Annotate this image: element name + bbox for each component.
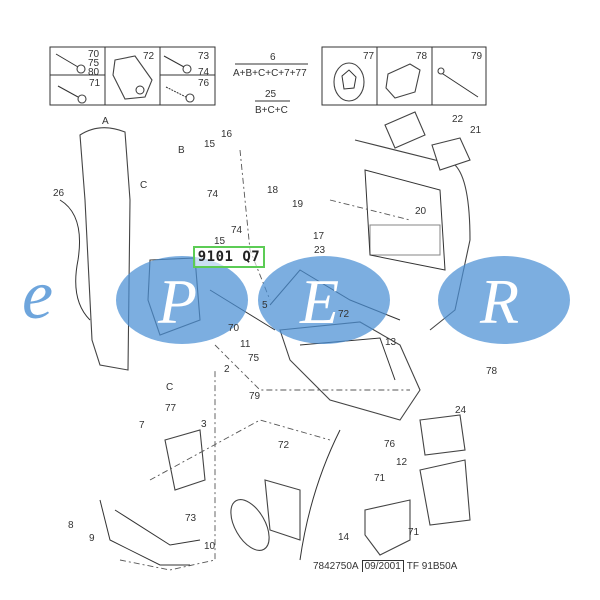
rods-8-9 — [99, 499, 201, 566]
reference-code-highlight: 9101 Q7 — [193, 246, 265, 268]
callout: 10 — [204, 541, 216, 552]
clip-icon — [385, 63, 421, 99]
part-number: 72 — [143, 51, 155, 62]
part-number: 77 — [363, 51, 375, 62]
callout: C — [140, 180, 147, 191]
callout: 76 — [384, 439, 396, 450]
callout: 73 — [185, 513, 197, 524]
rivet-icon — [437, 67, 479, 98]
kit-contents: A+B+C+C+7+77 — [233, 68, 307, 79]
kit-number: 25 — [265, 89, 277, 100]
svg-text:e: e — [22, 257, 53, 334]
callout: 12 — [396, 457, 408, 468]
striker-14 — [364, 499, 411, 556]
callout: C — [166, 382, 173, 393]
callout: 71 — [374, 473, 386, 484]
hinge-10 — [230, 479, 301, 551]
callout: 21 — [470, 125, 482, 136]
drawing-number: 7842750A — [313, 561, 359, 572]
callout: 3 — [201, 419, 207, 430]
star-washer-icon — [333, 62, 365, 102]
callout: 16 — [221, 129, 233, 140]
part-number: 73 — [198, 51, 210, 62]
callout: 15 — [204, 139, 216, 150]
callout: 24 — [455, 405, 467, 416]
part-number: 75 — [88, 58, 100, 69]
callout: 14 — [338, 532, 350, 543]
kit-contents: B+C+C — [255, 105, 288, 116]
callout: 9 — [89, 533, 95, 544]
part-number: 80 — [88, 67, 100, 78]
callout: 20 — [415, 206, 427, 217]
latch-12 — [419, 459, 471, 526]
hinge-7 — [164, 429, 206, 491]
door-frame — [354, 139, 471, 331]
svg-text:R: R — [479, 266, 519, 337]
bolt-icon — [55, 53, 86, 74]
callout: A — [102, 116, 109, 127]
callout: B — [178, 145, 185, 156]
part-number: 70 — [88, 49, 100, 60]
callout: 72 — [338, 309, 350, 320]
svg-text:E: E — [299, 266, 339, 337]
nut-insert-icon — [112, 55, 153, 100]
callout: 18 — [267, 185, 279, 196]
sheet-code: TF 91B50A — [406, 561, 458, 572]
clip-kit-box: 77 78 79 — [321, 46, 487, 106]
callout-labels: A B C 26 16 15 74 18 19 74 17 15 20 22 2… — [53, 114, 498, 552]
callout: 70 — [228, 323, 240, 334]
callout: 11 — [240, 339, 251, 350]
callout: 17 — [313, 231, 325, 242]
callout: 13 — [385, 337, 397, 348]
part-number: 79 — [471, 51, 483, 62]
part-number: 74 — [198, 67, 210, 78]
part-number: 76 — [198, 78, 210, 89]
kit-number: 6 — [270, 52, 276, 63]
kit-6-formula: 6 A+B+C+C+7+77 — [233, 52, 308, 79]
relay-21 — [431, 137, 471, 171]
callout: 19 — [292, 199, 304, 210]
actuator-24 — [419, 414, 466, 456]
callout: 2 — [224, 364, 230, 375]
screw-icon — [163, 55, 192, 74]
callout: 77 — [165, 403, 177, 414]
svg-text:P: P — [157, 266, 197, 337]
callout: 23 — [314, 245, 326, 256]
relay-22 — [384, 111, 426, 149]
callout: 72 — [278, 440, 290, 451]
drawing-date: 09/2001 — [361, 560, 404, 572]
callout: 7 — [139, 420, 145, 431]
callout: 26 — [53, 188, 65, 199]
callout: 75 — [248, 353, 260, 364]
cable-rod — [299, 429, 341, 561]
callout: 5 — [262, 300, 268, 311]
callout: 15 — [214, 236, 226, 247]
eper-watermark-logo: e P E R — [22, 256, 570, 344]
kit-25-formula: 25 B+C+C — [255, 89, 290, 116]
callout: 71 — [408, 527, 420, 538]
callout: 78 — [486, 366, 498, 377]
bolt-icon — [57, 85, 87, 104]
door-pillar-trim — [59, 127, 131, 371]
callout: 22 — [452, 114, 464, 125]
callout: 74 — [231, 225, 243, 236]
screw-icon — [165, 86, 195, 103]
part-number: 71 — [89, 78, 101, 89]
part-number: 78 — [416, 51, 428, 62]
callout: 8 — [68, 520, 74, 531]
fastener-kit-box: 70 75 80 71 72 73 74 76 — [49, 46, 216, 106]
callout: 79 — [249, 391, 261, 402]
callout: 74 — [207, 189, 219, 200]
